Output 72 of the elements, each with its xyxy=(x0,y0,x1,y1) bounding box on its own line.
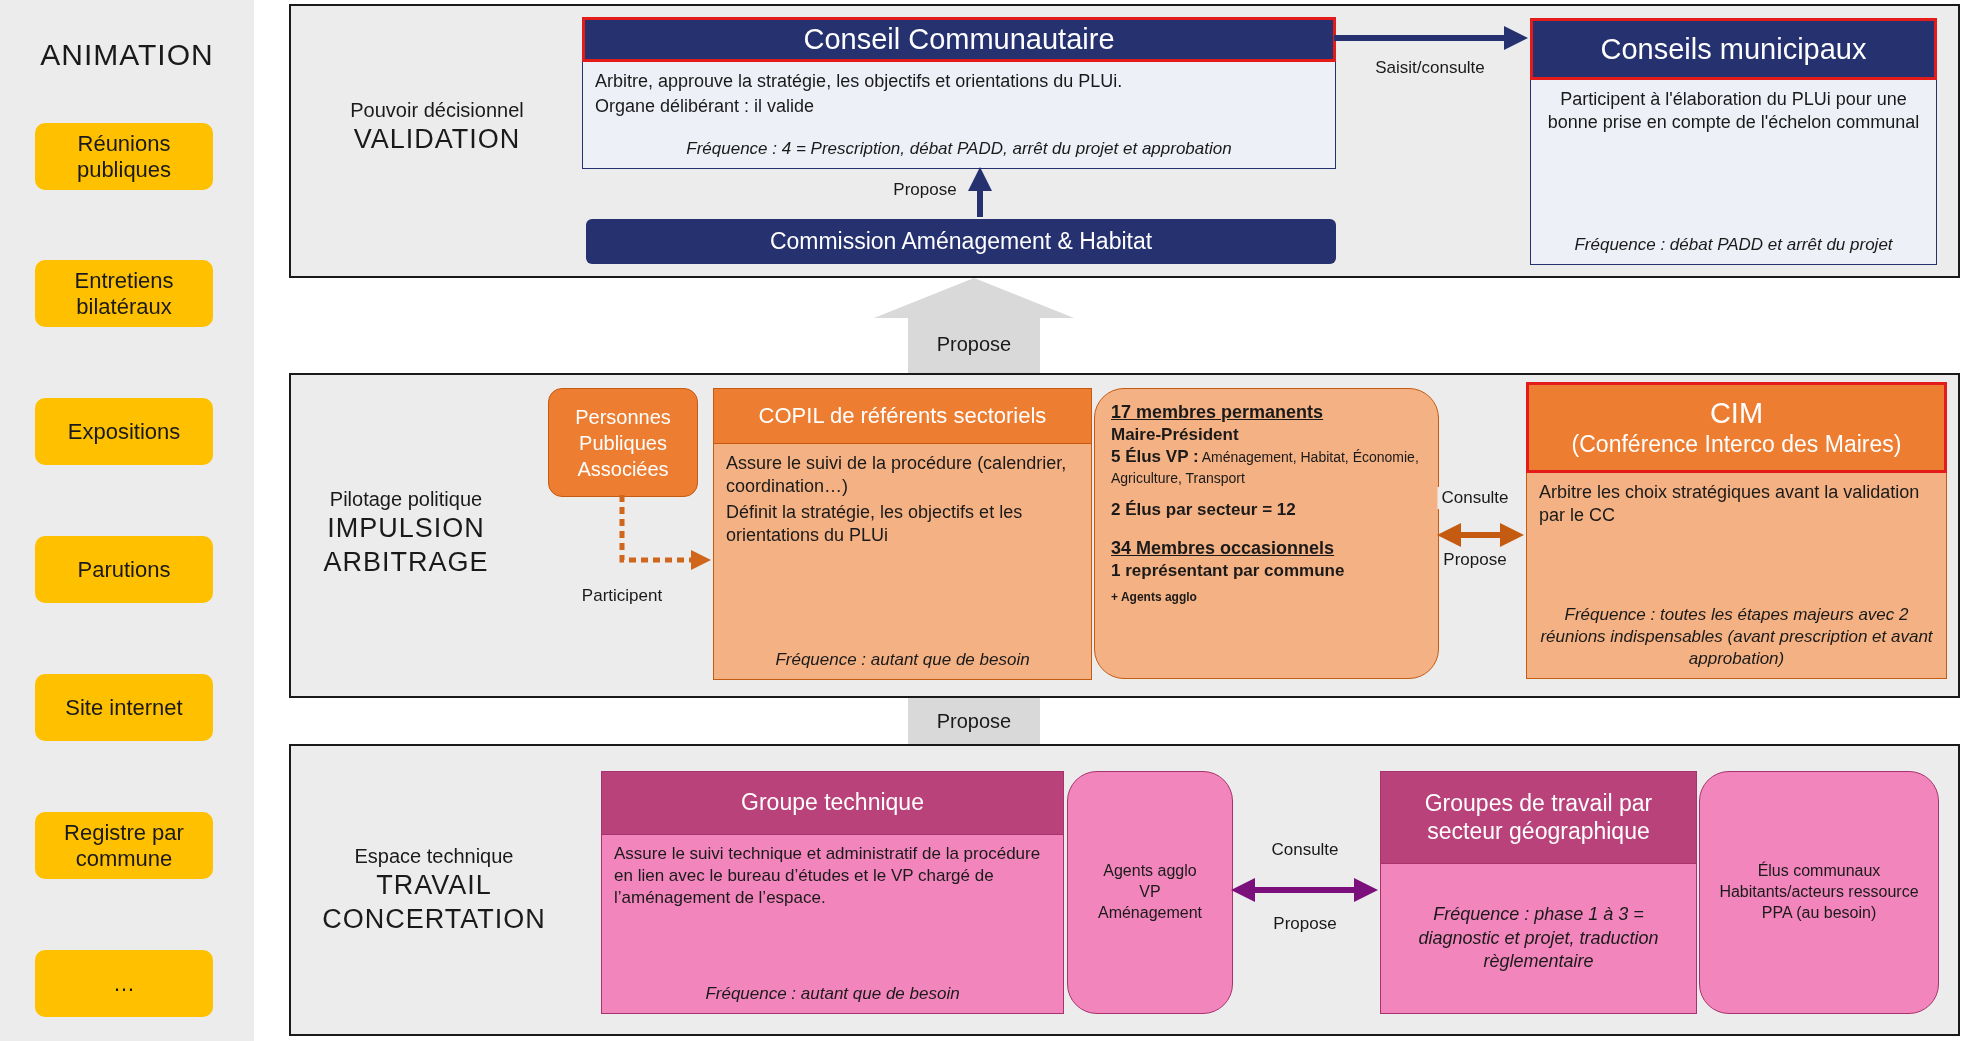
activity-tag xyxy=(35,674,213,741)
section-title: TRAVAIL CONCERTATION xyxy=(321,869,547,936)
section-panel xyxy=(289,744,1960,1036)
frequency-note: Fréquence : autant que de besoin xyxy=(704,982,961,1005)
description-text: Définit la stratégie, les objectifs et les orientations du PLUi xyxy=(726,500,1024,548)
arrow xyxy=(1231,878,1378,902)
box-label: VP xyxy=(1139,882,1161,903)
member-line: 2 Élus par secteur = 12 xyxy=(1111,498,1297,521)
participants-box xyxy=(1067,771,1233,1014)
description-text: Assure le suivi technique et administratif de la procédure en lien avec le bureau d’études et le VP chargé de l’aménagement de l’espace. xyxy=(614,843,1042,910)
description-text: Participent à l'élaboration du PLUi pour une bonne prise en compte de l'échelon communal xyxy=(1546,88,1921,135)
activity-tag xyxy=(35,950,213,1017)
section-subtitle: Pouvoir décisionnel xyxy=(349,98,525,123)
card-title: Groupe technique xyxy=(741,789,924,817)
activity-tag xyxy=(35,536,213,603)
frequency-note: Fréquence : autant que de besoin xyxy=(774,648,1031,671)
block-arrow xyxy=(874,278,1074,373)
activity-tag xyxy=(35,260,213,327)
card-title: CIM xyxy=(1709,396,1764,432)
box-label: PPA (au besoin) xyxy=(1761,902,1877,923)
description-text: Arbitre les choix stratégiques avant la validation par le CC xyxy=(1539,481,1921,528)
section-panel xyxy=(289,373,1960,698)
description-text: Organe délibérant : il valide xyxy=(595,95,816,119)
arrow xyxy=(1437,523,1524,547)
member-line: 17 membres permanents xyxy=(1111,401,1325,424)
arrow xyxy=(968,167,992,217)
description-text: Assure le suivi de la procédure (calendrier, coordination…) xyxy=(726,452,1068,499)
bar-label: Commission Aménagement & Habitat xyxy=(769,228,1153,255)
activity-tag xyxy=(35,123,213,190)
card-subtitle: (Conférence Interco des Maires) xyxy=(1571,431,1902,459)
frequency-note: Fréquence : toutes les étapes majeurs avec 2 réunions indispensables (avant prescription et avant approbation) xyxy=(1539,603,1934,670)
card-title: Conseils municipaux xyxy=(1600,31,1867,67)
section-title: IMPULSION ARBITRAGE xyxy=(322,512,490,579)
card-title: COPIL de référents sectoriels xyxy=(758,402,1047,430)
member-line: 1 représentant par commune xyxy=(1111,560,1346,583)
section-subtitle: Pilotage politique xyxy=(328,487,484,512)
box-label: Agents agglo xyxy=(1103,861,1197,882)
arrow xyxy=(1334,26,1528,50)
participants-box xyxy=(548,388,698,497)
panel-heading: ANIMATION xyxy=(39,38,215,72)
card-title: Conseil Communautaire xyxy=(803,22,1115,57)
tag-label: Entretiens bilatéraux xyxy=(73,268,175,319)
tag-label: Parutions xyxy=(77,556,171,583)
frequency-note: Fréquence : phase 1 à 3 = diagnostic et projet, traduction règlementaire xyxy=(1417,903,1660,974)
dashed-arrow xyxy=(619,495,711,570)
member-line: 5 Élus VP : Aménagement, Habitat, Économie, Agriculture, Transport xyxy=(1111,446,1420,487)
description-text: Arbitre, approuve la stratégie, les objectifs et orientations du PLUi. xyxy=(595,70,1124,93)
commission-bar xyxy=(586,219,1336,264)
section-subtitle: Espace technique xyxy=(353,844,515,869)
activity-tag xyxy=(35,398,213,465)
frequency-note: Fréquence : 4 = Prescription, débat PADD, arrêt du projet et approbation xyxy=(685,137,1233,160)
box-label: Élus communaux xyxy=(1757,861,1881,882)
activity-tag xyxy=(35,812,213,879)
tag-label: … xyxy=(113,970,135,997)
members-card xyxy=(1094,388,1439,679)
member-line: + Agents agglo xyxy=(1111,590,1198,606)
sidebar-panel xyxy=(0,0,254,1041)
tag-label: Expositions xyxy=(67,418,181,445)
section-panel xyxy=(289,4,1960,278)
member-line: 34 Membres occasionnels xyxy=(1111,536,1336,560)
connector-band xyxy=(908,698,1040,744)
section-title: VALIDATION xyxy=(352,123,522,156)
tag-label: Réunions publiques xyxy=(75,131,173,182)
tag-label: Site internet xyxy=(65,694,183,721)
card-title: Groupes de travail par secteur géographique xyxy=(1423,789,1654,846)
member-line: Maire-Président xyxy=(1111,424,1240,447)
box-label: Habitants/acteurs ressource xyxy=(1719,882,1919,903)
box-label: Aménagement xyxy=(1097,902,1203,923)
tag-label: Registre par commune xyxy=(63,820,185,871)
box-label: Personnes Publiques Associées xyxy=(574,404,672,482)
frequency-note: Fréquence : débat PADD et arrêt du projet xyxy=(1573,233,1894,256)
participants-box xyxy=(1699,771,1939,1014)
